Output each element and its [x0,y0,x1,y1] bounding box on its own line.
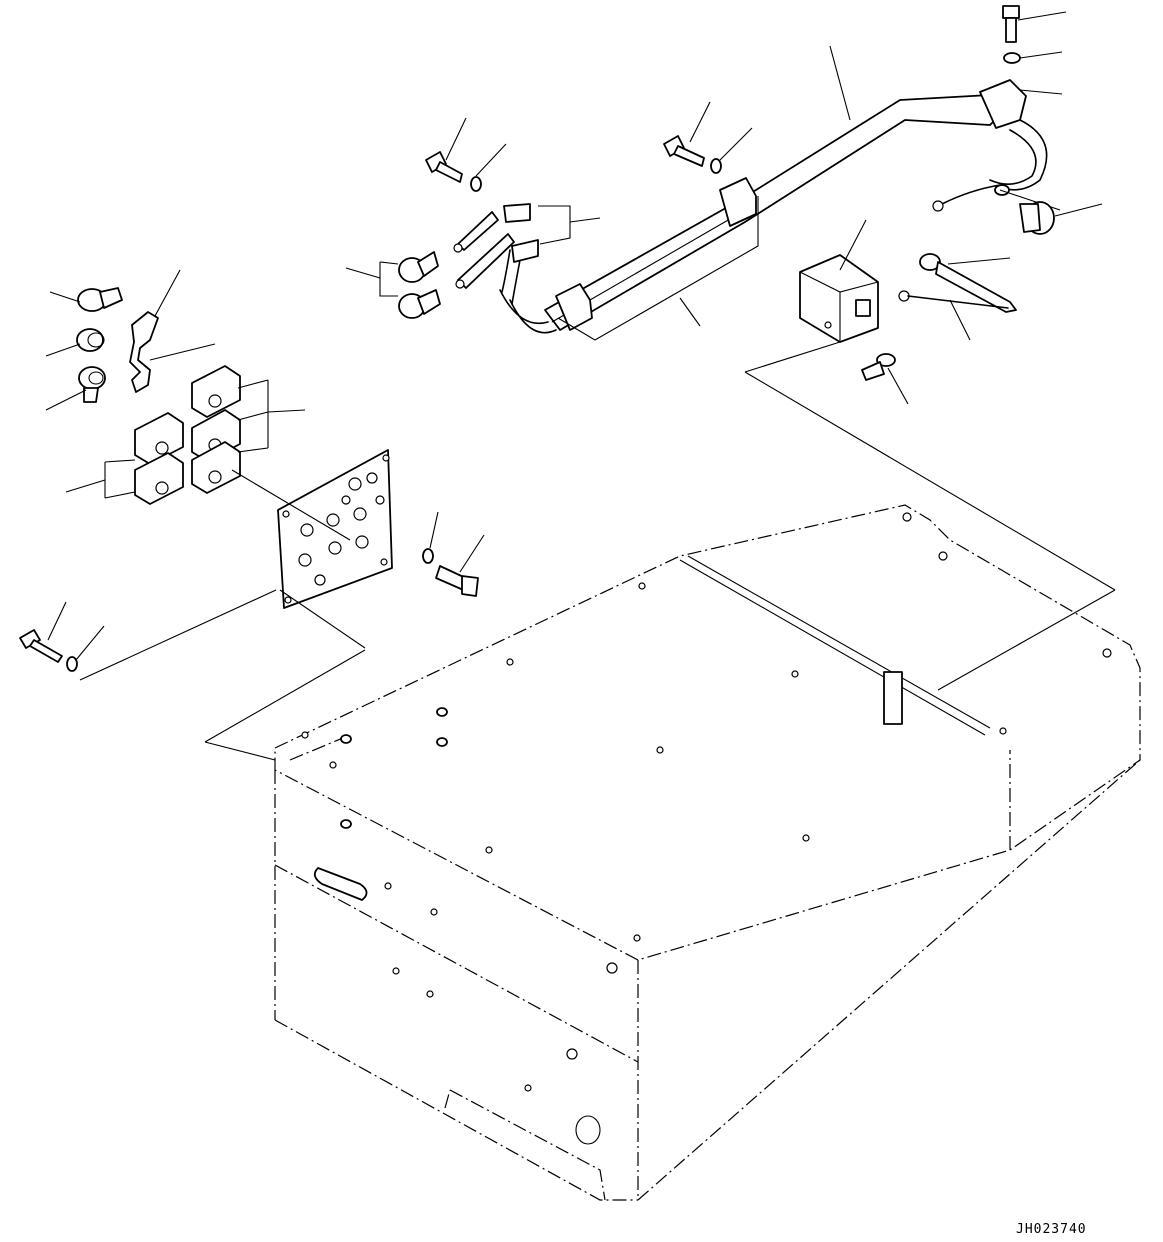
bolt-plate-right [422,548,479,597]
terminal-cover-plate [277,449,393,609]
battery-terminal-cap [398,251,441,319]
terminal-cap-set [76,287,123,403]
cable-end-cap [1019,201,1055,235]
terminal-block-group [134,365,241,505]
bolt-top-left [425,151,482,192]
box-screw [861,353,896,381]
jumper-cable [129,311,159,393]
lid-stud [340,707,448,829]
junction-box [799,254,879,343]
bolt-top-right [1002,5,1021,64]
drawing-id-code: JH023740 [1016,1222,1087,1237]
battery-cable-harness [453,79,1048,334]
bolt-left-lower [19,629,78,672]
ground-lead [898,253,1017,313]
bolt-top-center [663,135,722,174]
battery-box-enclosure [274,504,1141,1201]
